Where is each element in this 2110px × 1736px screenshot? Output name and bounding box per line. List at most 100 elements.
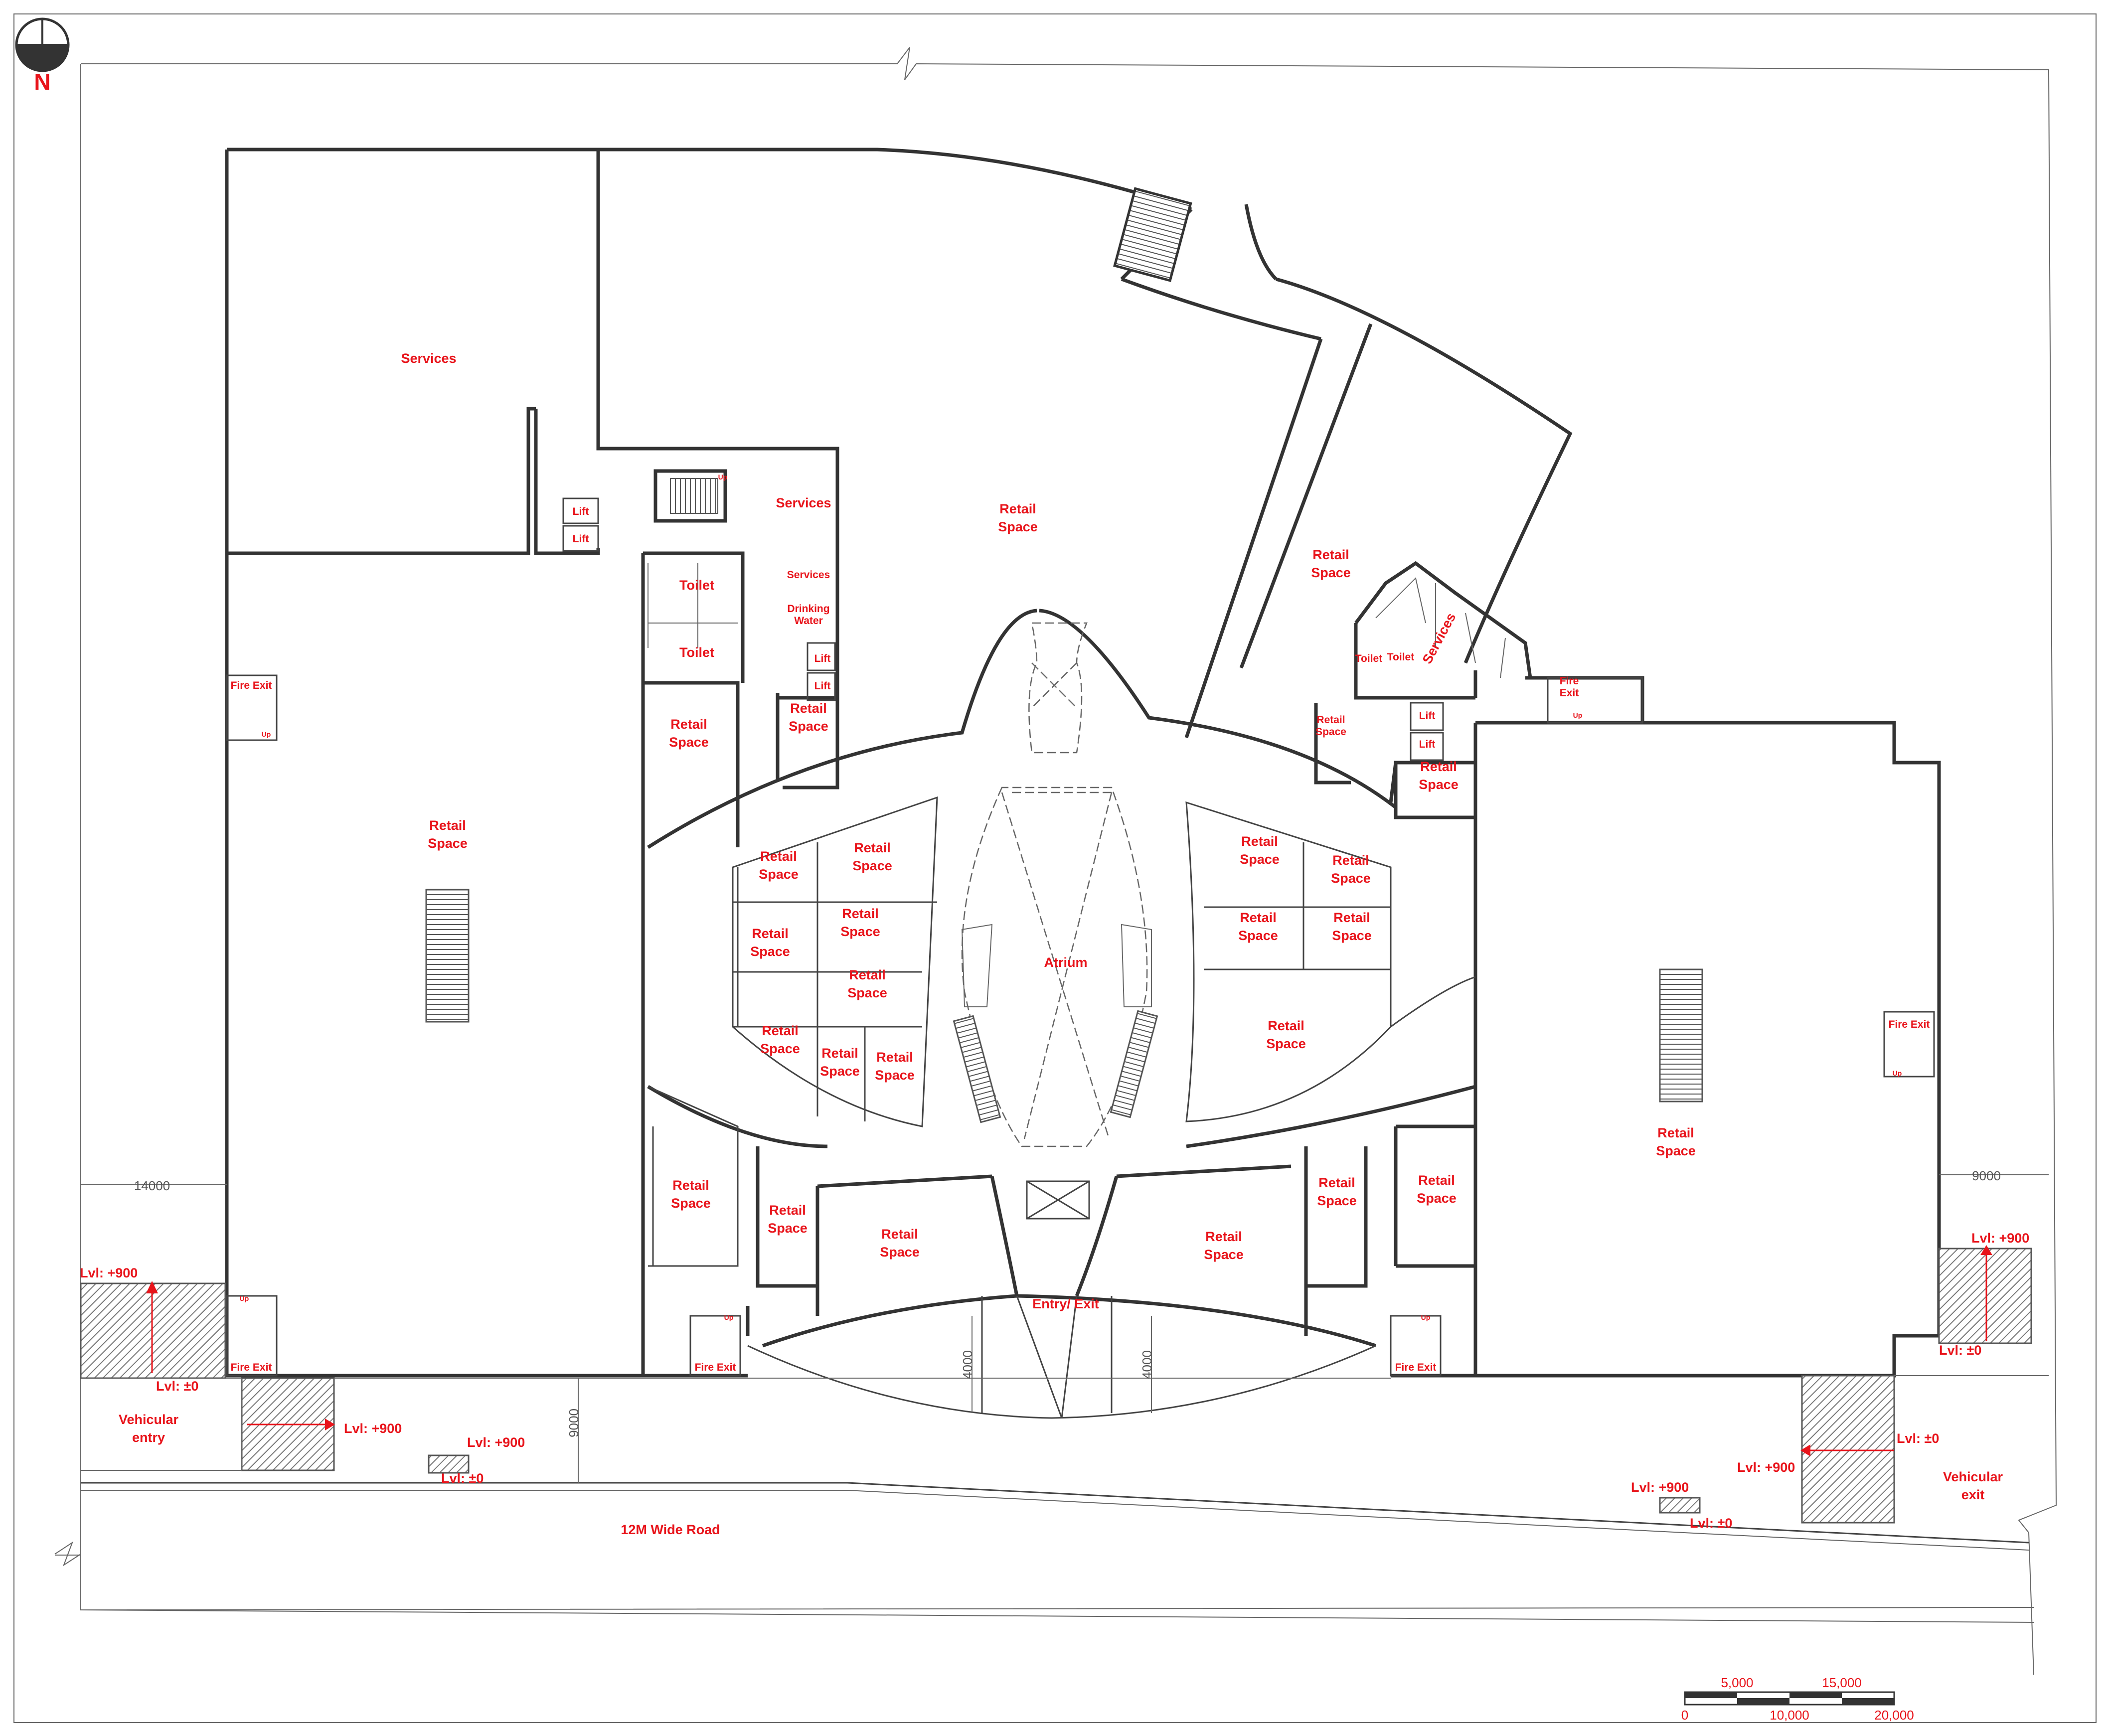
room-label-line: Retail: [1241, 834, 1278, 849]
scale-label-20000: 20,000: [1874, 1708, 1914, 1723]
room-label-line: Fire Exit: [1889, 1019, 1930, 1030]
room-label-line: Services: [1420, 611, 1459, 666]
room-label-fire-exit-w-top: Fire Exit: [231, 680, 272, 691]
level-label-lvl-steps-top: Lvl: +900: [467, 1435, 525, 1450]
road: [54, 1482, 2034, 1623]
north-arrow: N: [15, 17, 70, 95]
room-label-line: Toilet: [1387, 651, 1414, 663]
room-label-line: Space: [671, 1196, 711, 1211]
stair-up-tag: Up: [1421, 1313, 1431, 1321]
room-label-line: Retail: [842, 906, 879, 921]
room-label-line: Retail: [790, 701, 827, 716]
room-label-line: Retail: [1316, 714, 1345, 726]
dimension-dim-9000-s: 9000: [566, 1409, 581, 1437]
room-label-line: Lift: [814, 653, 831, 664]
room-label-line: Retail: [752, 926, 789, 941]
room-label-line: Toilet: [679, 578, 714, 593]
room-label-line: Space: [428, 836, 468, 851]
level-label-lvl-entry-ramp: Lvl: +900: [344, 1421, 402, 1436]
room-label-line: Space: [1656, 1143, 1696, 1158]
room-label-line: Space: [847, 985, 887, 1000]
room-label-line: Retail: [672, 1178, 709, 1193]
level-label-lvl-exit-ramp-l: Lvl: +900: [1737, 1460, 1795, 1475]
room-label-line: Water: [794, 615, 823, 627]
room-label-line: Space: [840, 924, 880, 939]
room-label-lift-3: Lift: [814, 653, 831, 664]
room-label-line: Drinking: [787, 603, 829, 615]
dimension-lines: [81, 1174, 2049, 1483]
room-label-line: Space: [852, 858, 892, 873]
room-label-line: Entry/ Exit: [1032, 1296, 1099, 1311]
room-label-line: Space: [789, 719, 828, 734]
room-label-line: Lift: [573, 533, 589, 545]
room-label-line: Space: [750, 944, 790, 959]
room-label-line: Retail: [1318, 1175, 1355, 1190]
room-label-line: Fire: [1560, 675, 1579, 687]
room-label-services-small: Services: [787, 569, 830, 581]
scale-label-0: 0: [1681, 1708, 1688, 1723]
room-label-line: exit: [1961, 1487, 1985, 1502]
room-label-line: Toilet: [679, 645, 714, 660]
room-label-line: Lift: [814, 680, 831, 692]
level-label-lvl-e-bot: Lvl: ±0: [1939, 1343, 1981, 1358]
stair-up-tag: Up: [718, 473, 728, 481]
room-label-line: Space: [1332, 928, 1372, 943]
room-label-lift-6: Lift: [1419, 739, 1436, 750]
stair-up-tag: Up: [724, 1313, 734, 1321]
room-label-atrium: Atrium: [1044, 955, 1088, 970]
room-label-line: Retail: [1205, 1229, 1242, 1244]
room-label-line: Retail: [760, 849, 797, 864]
room-label-toilet-2: Toilet: [679, 645, 714, 660]
ramps: [80, 1245, 2049, 1524]
level-label-lvl-steps-bot: Lvl: ±0: [441, 1471, 484, 1486]
scale-label-5000: 5,000: [1721, 1675, 1753, 1690]
room-label-line: Retail: [1657, 1125, 1694, 1140]
circulation: [226, 187, 1935, 1377]
level-label-lvl-steps2-bot: Lvl: ±0: [1690, 1516, 1732, 1531]
room-label-line: Vehicular: [1943, 1469, 2003, 1484]
room-label-line: Space: [1240, 852, 1280, 867]
level-label-lvl-e-top: Lvl: +900: [1971, 1231, 2029, 1246]
room-label-line: Space: [759, 867, 799, 882]
room-label-fire-exit-s1: Fire Exit: [695, 1362, 736, 1373]
room-label-lift-5: Lift: [1419, 710, 1436, 722]
room-label-line: Space: [1315, 726, 1346, 738]
dimension-dim-4000-l: 4000: [960, 1350, 975, 1379]
room-label-line: Retail: [670, 717, 707, 732]
room-label-toilet-4: Toilet: [1387, 651, 1414, 663]
room-label-line: Retail: [821, 1046, 858, 1061]
room-label-vehicular-exit: Vehicular exit: [1943, 1469, 2003, 1502]
north-label: N: [34, 69, 50, 95]
room-label-line: Retail: [1332, 853, 1369, 868]
room-label-line: Retail: [999, 501, 1036, 516]
room-label-line: Retail: [769, 1203, 806, 1218]
room-label-line: Space: [1204, 1247, 1244, 1262]
room-label-line: Lift: [1419, 739, 1436, 750]
room-label-lift-4: Lift: [814, 680, 831, 692]
room-label-line: Space: [1317, 1193, 1357, 1208]
stair-up-tag: Up: [1573, 711, 1583, 719]
room-label-line: Retail: [1420, 759, 1457, 774]
room-label-line: Retail: [429, 818, 466, 833]
level-label-lvl-w-top: Lvl: +900: [80, 1265, 138, 1280]
room-label-line: Fire Exit: [695, 1362, 736, 1373]
